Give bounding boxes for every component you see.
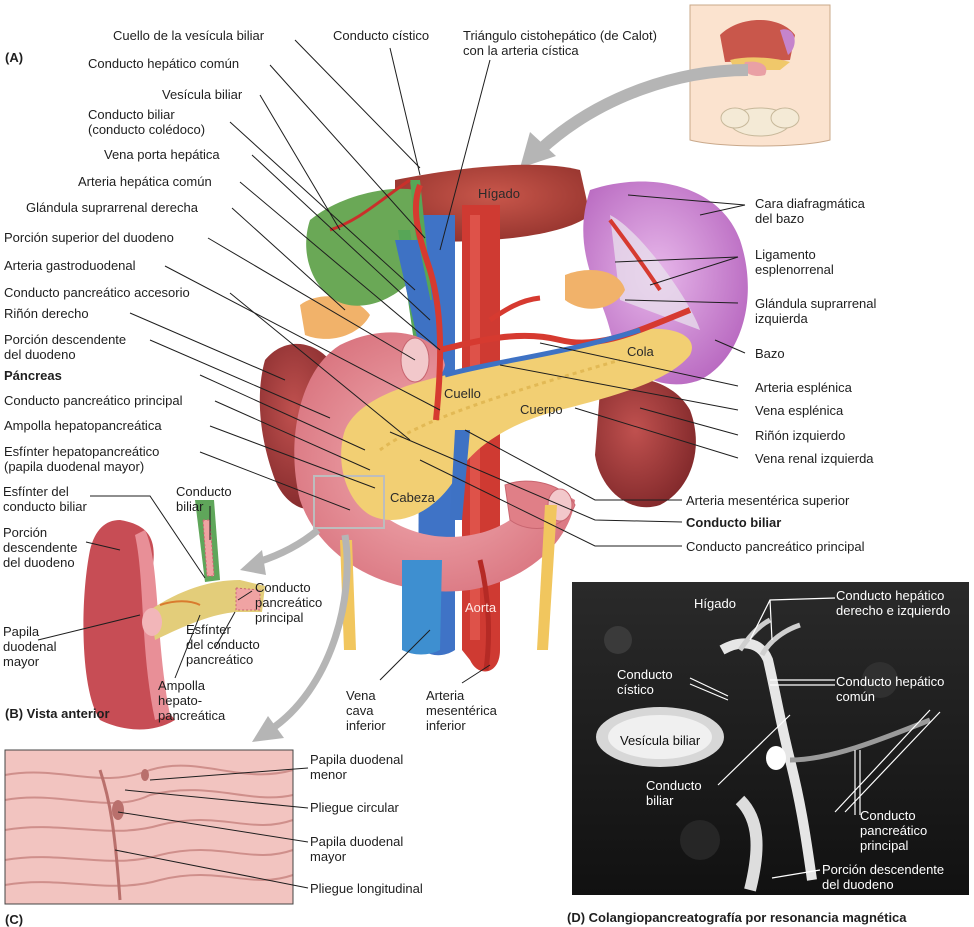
label-vena-renal: Vena renal izquierda xyxy=(755,451,874,466)
label-triangulo-calot: Triángulo cistohepático (de Calot) con l… xyxy=(463,28,657,58)
label-rinon-der: Riñón derecho xyxy=(4,306,89,321)
leader-lines xyxy=(129,39,746,684)
label-suprarrenal-izq: Glándula suprarrenal izquierda xyxy=(755,296,877,326)
label-mesenterica-inf: Arteria mesentérica inferior xyxy=(426,688,497,733)
label-pancreatico-accesorio: Conducto pancreático accesorio xyxy=(4,285,190,300)
b-label-duodeno-desc: Porción descendente del duodeno xyxy=(3,525,78,570)
label-vena-cava: Vena cava inferior xyxy=(346,688,386,733)
main-anatomy xyxy=(240,164,748,742)
label-gastroduodenal: Arteria gastroduodenal xyxy=(4,258,136,273)
organ-label-cuerpo: Cuerpo xyxy=(520,402,563,417)
label-ligamento: Ligamento esplenorrenal xyxy=(755,247,834,277)
label-conducto-cistico: Conducto cístico xyxy=(333,28,430,43)
panel-label-b: (B) Vista anterior xyxy=(5,706,110,721)
d-label-hepatico-der-izq: Conducto hepático derecho e izquierdo xyxy=(836,588,951,618)
b-label-conducto-biliar: Conducto biliar xyxy=(176,484,232,514)
b-label-pancreatico-principal: Conducto pancreático principal xyxy=(255,580,323,625)
label-suprarrenal-der: Glándula suprarrenal derecha xyxy=(26,200,198,215)
d-label-pancreatico-principal: Conducto pancreático principal xyxy=(860,808,928,853)
c-label-papila-mayor: Papila duodenal mayor xyxy=(310,834,404,864)
label-conducto-biliar-r: Conducto biliar xyxy=(686,515,782,530)
d-label-vesicula: Vesícula biliar xyxy=(620,733,701,748)
panel-b-illustration xyxy=(83,500,265,730)
label-esfinter-hp: Esfínter hepatopancreático (papila duode… xyxy=(4,444,160,474)
label-vena-esplenica: Vena esplénica xyxy=(755,403,844,418)
label-pancreatico-principal-r: Conducto pancreático principal xyxy=(686,539,865,554)
label-arteria-hepatica: Arteria hepática común xyxy=(78,174,212,189)
organ-label-cabeza: Cabeza xyxy=(390,490,435,505)
d-label-duodeno-desc: Porción descendente del duodeno xyxy=(822,862,945,892)
label-pancreas: Páncreas xyxy=(4,368,62,383)
callout-arrow xyxy=(535,64,749,155)
label-ampolla: Ampolla hepatopancreática xyxy=(4,418,162,433)
organ-label-aorta: Aorta xyxy=(465,600,497,615)
label-vesicula: Vesícula biliar xyxy=(162,87,243,102)
b-label-papila-mayor: Papila duodenal mayor xyxy=(3,624,57,669)
label-arteria-esplenica: Arteria esplénica xyxy=(755,380,852,395)
panel-c-illustration xyxy=(4,749,294,905)
inset-box xyxy=(313,475,385,529)
c-label-pliegue-circular: Pliegue circular xyxy=(310,800,399,815)
d-label-hepatico-comun: Conducto hepático común xyxy=(836,674,945,704)
d-label-biliar: Conducto biliar xyxy=(646,778,702,808)
organ-label-cola: Cola xyxy=(627,344,654,359)
body-thumbnail xyxy=(689,4,831,147)
label-rinon-izq: Riñón izquierdo xyxy=(755,428,846,443)
label-hepatico-comun: Conducto hepático común xyxy=(88,56,240,71)
label-bazo: Bazo xyxy=(755,346,785,361)
c-label-pliegue-longitudinal: Pliegue longitudinal xyxy=(310,881,423,896)
label-biliar-coledoco: Conducto biliar (conducto colédoco) xyxy=(88,107,206,137)
panel-label-a: (A) xyxy=(5,50,24,65)
callout-arrow-head xyxy=(520,132,556,168)
organ-label-cuello: Cuello xyxy=(444,386,481,401)
d-label-higado: Hígado xyxy=(694,596,736,611)
label-duodeno-sup: Porción superior del duodeno xyxy=(4,230,174,245)
b-label-ampolla: Ampolla hepato- pancreática xyxy=(158,678,226,723)
label-pancreatico-principal: Conducto pancreático principal xyxy=(4,393,183,408)
b-label-esfinter-pancreatico: Esfínter del conducto pancreático xyxy=(186,622,260,667)
d-label-cistico: Conducto cístico xyxy=(617,667,673,697)
label-duodeno-desc: Porción descendente del duodeno xyxy=(4,332,127,362)
leader-lines-b xyxy=(37,495,253,679)
panel-label-d: (D) Colangiopancreatografía por resonanc… xyxy=(567,910,907,925)
label-mesenterica-sup: Arteria mesentérica superior xyxy=(686,493,850,508)
c-label-papila-menor: Papila duodenal menor xyxy=(310,752,404,782)
leader-lines-d xyxy=(689,597,941,879)
organ-label-higado: Hígado xyxy=(478,186,520,201)
b-label-esfinter-biliar: Esfínter del conducto biliar xyxy=(3,484,87,514)
panel-label-c: (C) xyxy=(5,912,24,927)
label-cuello-vesicula: Cuello de la vesícula biliar xyxy=(113,28,265,43)
label-vena-porta: Vena porta hepática xyxy=(104,147,220,162)
label-cara-diafragmatica: Cara diafragmática del bazo xyxy=(755,196,865,226)
leader-lines-c xyxy=(114,767,309,889)
